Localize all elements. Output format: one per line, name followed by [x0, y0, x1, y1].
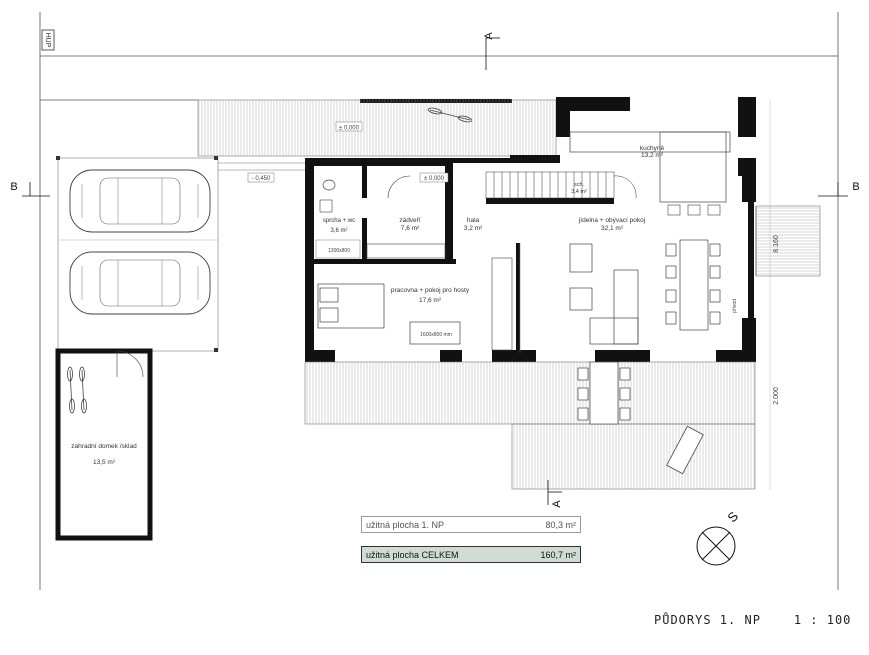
- area-row-total: užitná plocha CELKEM 160,7 m²: [361, 546, 581, 563]
- south-terrace: [304, 361, 756, 425]
- supply-note: přívod: [732, 299, 738, 313]
- room-area-kuchyne: 13,2 m²: [641, 152, 664, 159]
- area-label-1np: užitná plocha 1. NP: [366, 520, 445, 530]
- section-b-left: B: [10, 181, 17, 193]
- terrace-level-tag: [335, 121, 363, 132]
- sunbed-icon: [666, 425, 704, 475]
- section-line-b: [22, 182, 848, 197]
- north-label: S: [724, 508, 741, 525]
- house-walls: [305, 97, 756, 362]
- section-line-a: [485, 37, 562, 505]
- room-area-domek: 13,5 m²: [93, 459, 116, 466]
- room-area-sch: 3,4 m²: [571, 189, 587, 195]
- dim-right-top: 8.160: [773, 235, 780, 253]
- east-deck: [755, 205, 821, 277]
- shower-tray: [315, 239, 361, 259]
- front-terrace: [197, 99, 557, 157]
- area-row-1np: užitná plocha 1. NP 80,3 m²: [361, 516, 581, 533]
- staircase: [485, 171, 637, 199]
- closet: [491, 257, 513, 351]
- room-name-pracovna: pracovna + pokoj pro hosty: [391, 287, 470, 294]
- hup-marker: HUP: [41, 29, 55, 51]
- area-label-total: užitná plocha CELKEM: [366, 550, 459, 560]
- room-name-kuchyne: kuchyně: [640, 145, 665, 152]
- bike-icon: [67, 366, 87, 414]
- car-icon: [69, 251, 211, 315]
- wardrobe: [366, 243, 446, 259]
- sink-icon: [319, 199, 333, 213]
- level-terrace-front: ± 0,000: [339, 126, 360, 132]
- car-icon: [69, 169, 211, 233]
- room-area-jidelna: 32,1 m²: [601, 225, 624, 232]
- plan-title: PŮDORYS 1. NP 1 : 100: [654, 613, 852, 627]
- section-a-bottom: A: [551, 500, 563, 508]
- room-name-zadveri: zádveří: [399, 217, 421, 224]
- room-area-pracovna: 17,6 m²: [419, 297, 442, 304]
- driveway-level-tag: [247, 172, 275, 183]
- level-driveway: - 0,450: [252, 176, 271, 182]
- bed: [317, 283, 385, 329]
- shower-size-note: 1300x800: [328, 248, 350, 254]
- kitchen-counter: [569, 131, 731, 153]
- room-area-hala: 3,2 m²: [464, 225, 483, 232]
- bike-icon: [427, 107, 473, 123]
- sofa: [569, 243, 639, 345]
- garden-shed: [55, 348, 153, 541]
- room-name-jidelna: jídelna + obývací pokoj: [578, 217, 645, 224]
- section-a-top: A: [483, 32, 495, 40]
- outdoor-table: [577, 361, 631, 425]
- toilet-icon: [322, 179, 336, 191]
- section-b-right: B: [852, 181, 859, 193]
- area-value-total: 160,7 m²: [540, 550, 576, 560]
- area-value-1np: 80,3 m²: [545, 520, 576, 530]
- terrace-edge-hatch: [360, 99, 512, 103]
- north-arrow-icon: [696, 526, 736, 566]
- hup-label: HUP: [44, 33, 51, 48]
- room-name-sprcha: sprcha + wc: [323, 218, 355, 224]
- level-interior: ± 0,000: [424, 176, 445, 182]
- dim-right-mid: 2.000: [773, 387, 780, 405]
- dining-table: [665, 239, 721, 331]
- room-name-hala: hala: [467, 217, 480, 224]
- site-boundary: [39, 12, 839, 590]
- room-name-domek: zahradní domek /sklad: [71, 443, 137, 450]
- room-area-sprcha: 3,6 m²: [330, 228, 347, 234]
- room-name-sch: sch.: [574, 182, 585, 188]
- south-terrace-ext: [511, 423, 756, 490]
- room-area-zadveri: 7,6 m²: [401, 225, 420, 232]
- bed-size-note: 1600x800 mm: [420, 332, 452, 338]
- entrance-level-tag: [419, 172, 449, 183]
- kitchen-island: [659, 131, 727, 203]
- bar-stools: [667, 204, 721, 216]
- desk: [409, 321, 461, 345]
